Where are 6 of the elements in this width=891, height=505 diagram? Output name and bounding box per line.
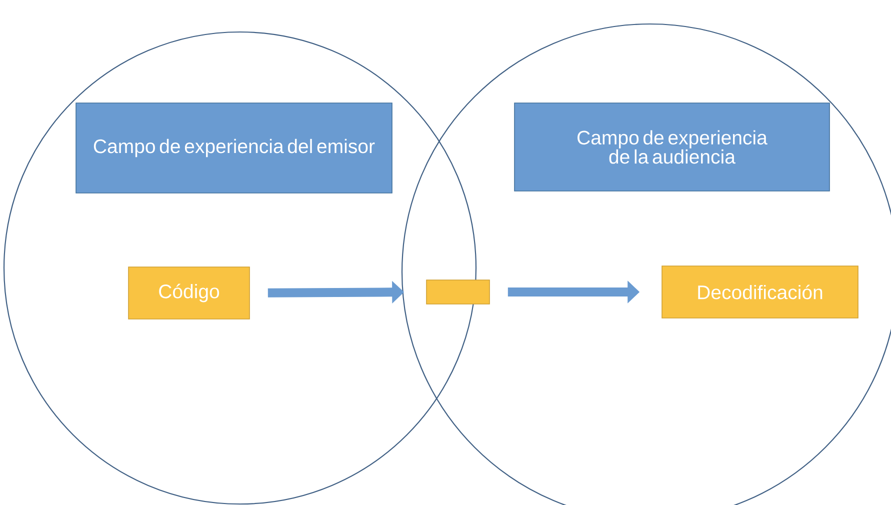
label-box: Campo de experiencia del emisor: [76, 102, 392, 194]
label-box: Campo de experiencia de la audiencia: [514, 102, 830, 192]
label-box: Decodificación: [662, 266, 858, 318]
circle-outline: [401, 23, 891, 505]
label-box: Código: [128, 266, 250, 320]
circle-outline: [3, 31, 477, 505]
